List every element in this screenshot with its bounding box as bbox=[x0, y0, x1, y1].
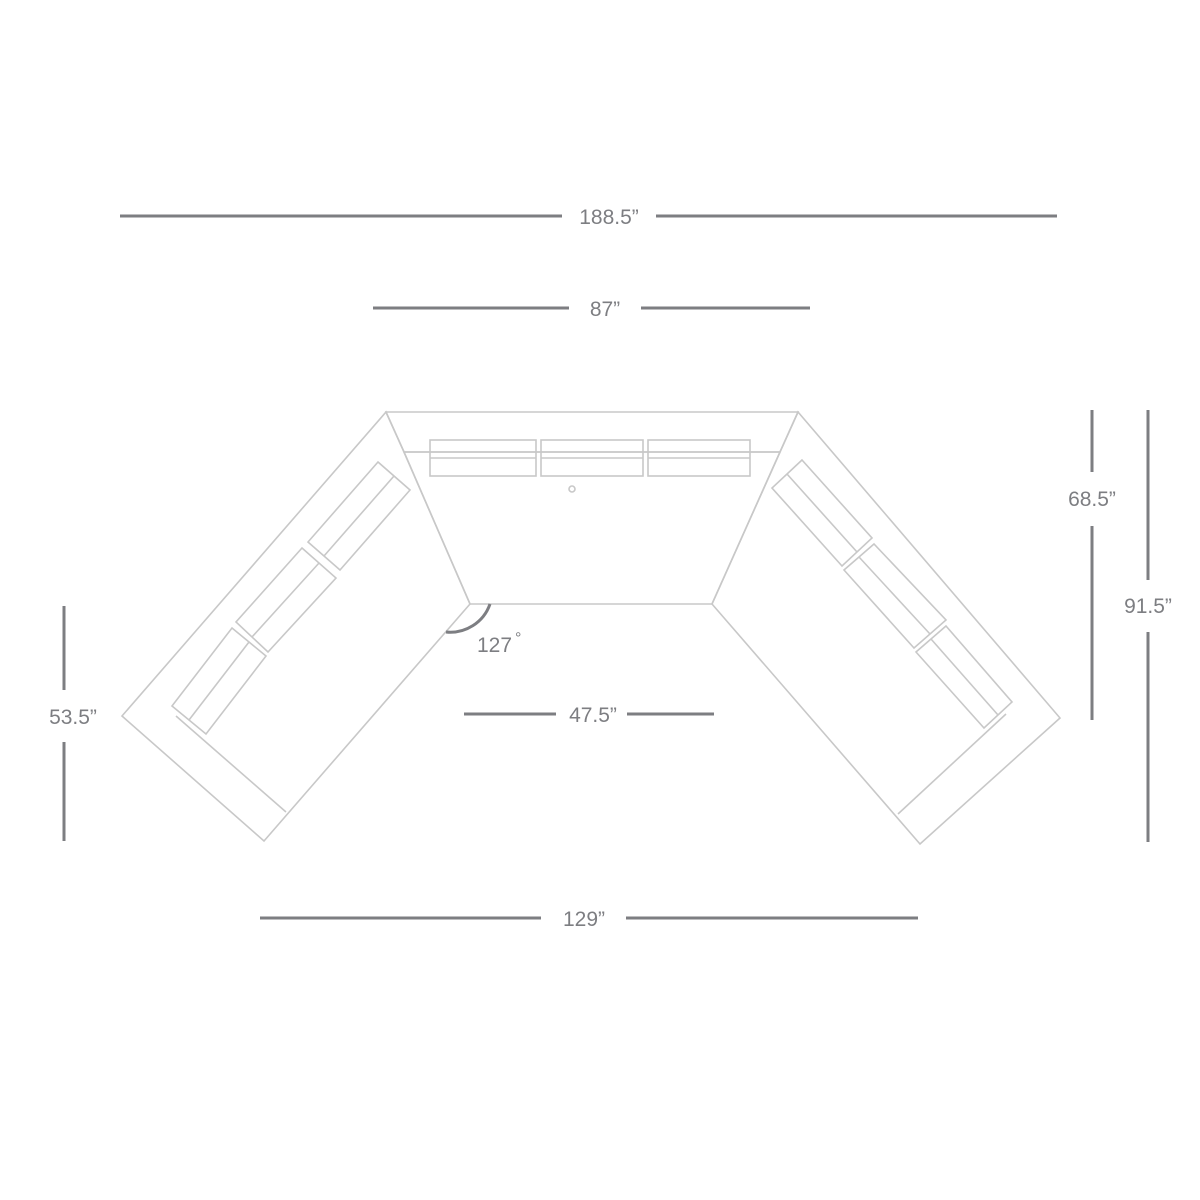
right-cushion-3 bbox=[914, 624, 1014, 730]
dimension-inner-front-width: 47.5” bbox=[464, 704, 714, 727]
left-wing-section bbox=[120, 410, 471, 843]
center-back-frame bbox=[384, 411, 800, 453]
dimension-label: 91.5” bbox=[1124, 595, 1172, 618]
left-cushion-1 bbox=[306, 460, 412, 572]
dimension-label: 53.5” bbox=[49, 706, 97, 729]
dimension-overall-depth: 91.5” bbox=[1124, 410, 1172, 842]
dimension-center-depth: 68.5” bbox=[1068, 410, 1116, 720]
left-cushion-divider-1 bbox=[323, 475, 395, 557]
left-cushion-divider-3 bbox=[188, 641, 250, 721]
dimension-front-span: 129” bbox=[260, 908, 918, 931]
dimension-back-width: 87” bbox=[373, 298, 810, 321]
dimension-label: 188.5” bbox=[579, 206, 639, 229]
center-button bbox=[568, 485, 576, 493]
dimension-side-depth: 53.5” bbox=[49, 606, 97, 841]
left-cushion-2 bbox=[234, 546, 338, 654]
angle-unit: ° bbox=[515, 630, 521, 647]
right-wing-arm-line bbox=[897, 713, 1007, 815]
left-wing-arm-line bbox=[175, 715, 287, 813]
right-wing-section bbox=[711, 410, 1062, 846]
left-cushion-3 bbox=[170, 626, 268, 736]
right-cushion-divider-1 bbox=[786, 473, 858, 553]
dimension-label: 129” bbox=[563, 908, 605, 931]
left-cushion-divider-2 bbox=[251, 562, 320, 638]
center-section bbox=[384, 411, 800, 605]
right-cushion-divider-3 bbox=[930, 638, 999, 716]
angle-marker: 127 ° bbox=[445, 603, 521, 657]
left-wing-frame bbox=[120, 410, 471, 843]
dimension-label: 87” bbox=[590, 298, 620, 321]
angle-value: 127 bbox=[477, 634, 512, 657]
right-cushion-divider-2 bbox=[858, 556, 931, 635]
angle-arc bbox=[445, 603, 492, 634]
sofa-outline bbox=[120, 410, 1062, 846]
right-cushion-2 bbox=[842, 542, 948, 650]
right-wing-frame bbox=[711, 410, 1062, 846]
dimension-label: 47.5” bbox=[569, 704, 617, 727]
dimension-label: 68.5” bbox=[1068, 488, 1116, 511]
right-cushion-1 bbox=[770, 458, 874, 568]
dimension-overall-width: 188.5” bbox=[120, 206, 1057, 229]
